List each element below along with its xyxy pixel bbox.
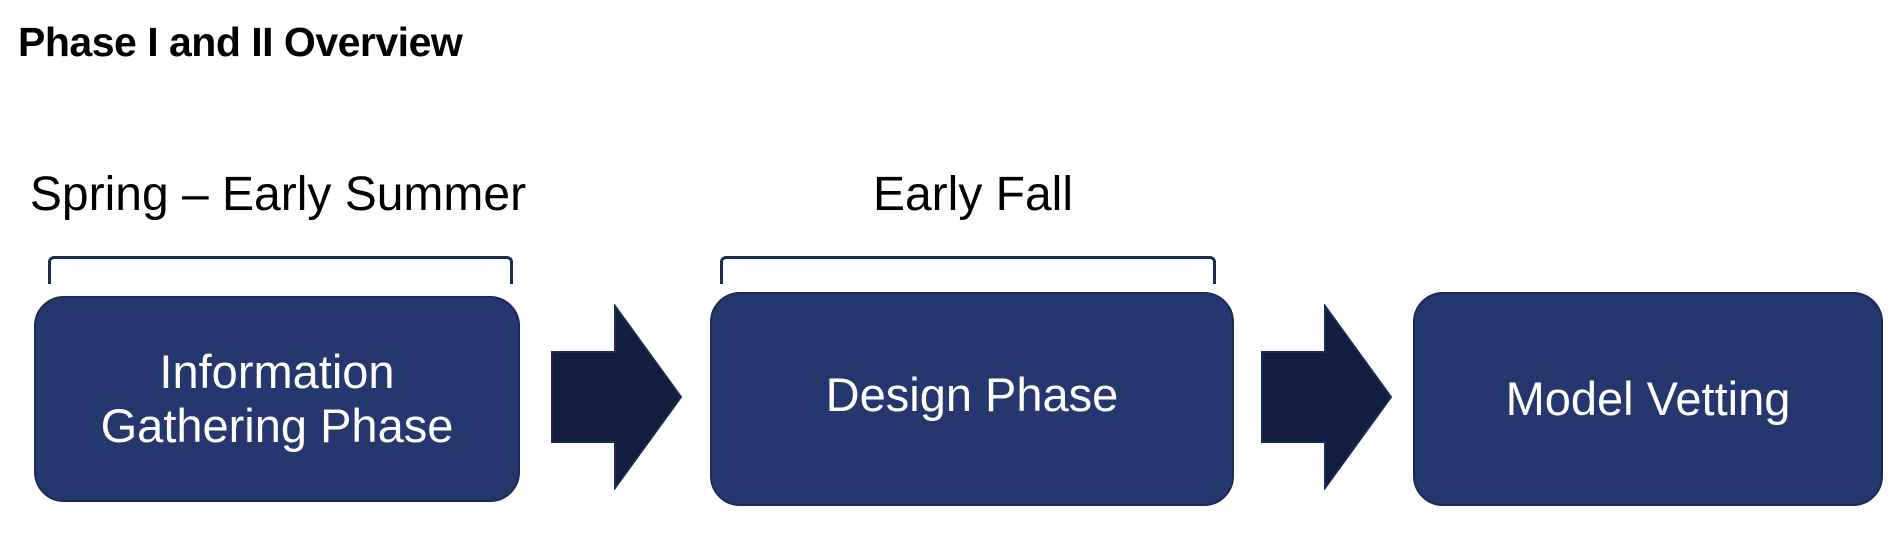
phase-box-design: Design Phase [710, 292, 1234, 506]
timeline-label-spring-early-summer: Spring – Early Summer [29, 168, 527, 221]
phase-1-label-line-2: Gathering Phase [100, 399, 454, 452]
right-arrow-icon [1261, 304, 1393, 490]
timeline-label-early-fall: Early Fall [872, 168, 1074, 221]
page-title: Phase I and II Overview [18, 19, 463, 65]
phase-box-design-label: Design Phase [825, 368, 1119, 422]
right-arrow-icon [551, 304, 683, 490]
timeline-bracket-2 [720, 256, 1216, 284]
phase-box-information-gathering-label: Information Gathering Phase [101, 345, 454, 452]
timeline-bracket-1 [48, 256, 513, 284]
phase-box-model-vetting-label: Model Vetting [1505, 372, 1791, 426]
phase-box-model-vetting: Model Vetting [1413, 292, 1883, 506]
phase-1-label-line-1: Information [159, 345, 395, 399]
phase-box-information-gathering: Information Gathering Phase [34, 296, 520, 502]
